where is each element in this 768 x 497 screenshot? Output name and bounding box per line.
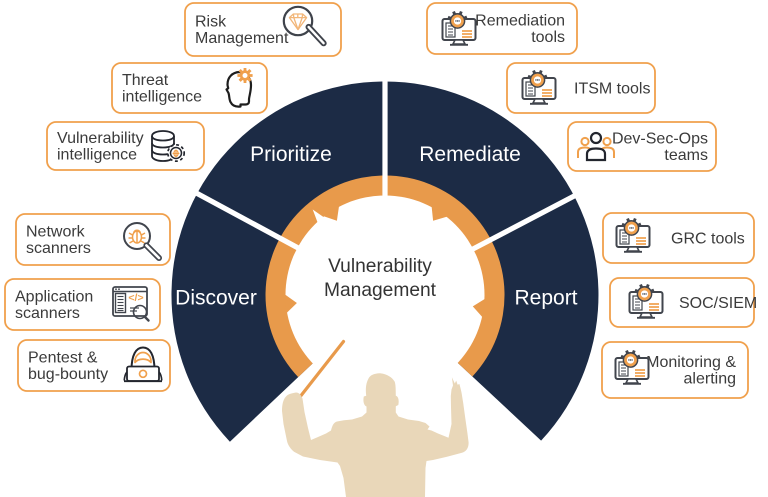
svg-text:Network: Network: [26, 224, 86, 241]
svg-text:Dev-Sec-Ops: Dev-Sec-Ops: [612, 131, 708, 148]
svg-text:Monitoring &: Monitoring &: [646, 354, 736, 371]
svg-text:Vulnerability: Vulnerability: [328, 256, 432, 277]
svg-text:Report: Report: [514, 287, 577, 310]
svg-text:Application: Application: [15, 289, 93, 306]
svg-text:alerting: alerting: [684, 371, 736, 388]
svg-text:Remediation: Remediation: [475, 13, 565, 30]
svg-text:Management: Management: [195, 30, 289, 47]
svg-text:scanners: scanners: [26, 240, 91, 257]
svg-text:Risk: Risk: [195, 14, 227, 31]
svg-text:bug-bounty: bug-bounty: [28, 366, 108, 383]
svg-text:intelligence: intelligence: [57, 147, 137, 164]
svg-text:Pentest &: Pentest &: [28, 350, 98, 367]
svg-text:tools: tools: [531, 29, 565, 46]
svg-text:ITSM tools: ITSM tools: [574, 80, 650, 97]
svg-text:scanners: scanners: [15, 305, 80, 322]
svg-text:Discover: Discover: [175, 287, 257, 310]
svg-text:Prioritize: Prioritize: [250, 143, 332, 166]
svg-text:intelligence: intelligence: [122, 89, 202, 106]
svg-text:GRC tools: GRC tools: [671, 230, 745, 247]
svg-text:Management: Management: [324, 280, 437, 301]
svg-text:Threat: Threat: [122, 72, 169, 89]
svg-text:teams: teams: [664, 147, 708, 164]
svg-text:SOC/SIEM: SOC/SIEM: [679, 295, 757, 312]
svg-text:Vulnerability: Vulnerability: [57, 130, 144, 147]
svg-text:Remediate: Remediate: [419, 143, 521, 166]
